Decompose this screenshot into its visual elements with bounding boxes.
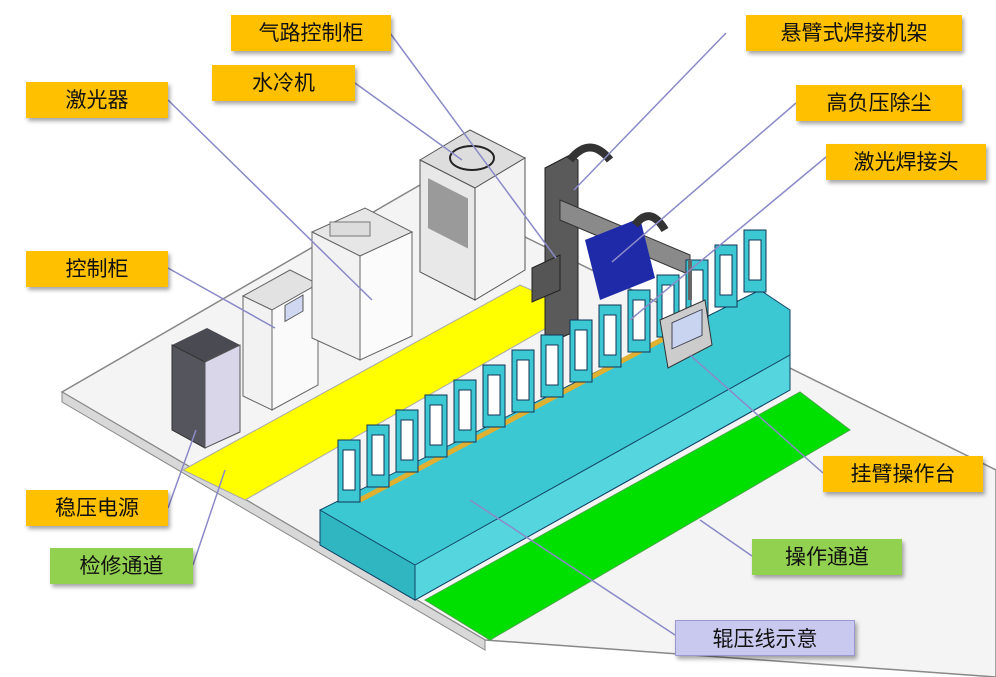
arm-console-label: 挂臂操作台 bbox=[823, 456, 983, 492]
laser-label: 激光器 bbox=[26, 82, 168, 118]
roller-frame-window bbox=[487, 374, 501, 416]
water-chiller-unit bbox=[418, 129, 527, 301]
roller-frame-window bbox=[574, 329, 588, 371]
control-cabinet-label: 控制柜 bbox=[26, 251, 168, 287]
roller-frame-window bbox=[632, 299, 646, 341]
laser-unit bbox=[310, 207, 414, 361]
roller-line-label: 辊压线示意 bbox=[675, 620, 855, 656]
maintenance-aisle-label: 检修通道 bbox=[50, 548, 193, 584]
roller-frames bbox=[337, 229, 767, 503]
operation-aisle-strip bbox=[424, 391, 851, 641]
roller-frame-window bbox=[429, 404, 443, 446]
cantilever-frame-label: 悬臂式焊接机架 bbox=[746, 15, 962, 51]
roller-frame-window bbox=[516, 359, 530, 401]
roller-frame-window bbox=[371, 434, 385, 476]
arm-console-unit bbox=[659, 260, 713, 369]
operation-aisle-label: 操作通道 bbox=[752, 539, 902, 575]
roller-line-unit bbox=[319, 289, 791, 601]
roller-frame-window bbox=[342, 449, 356, 491]
voltage-regulator-label: 稳压电源 bbox=[26, 490, 168, 526]
cantilever-frame-unit bbox=[531, 143, 691, 346]
roller-frame-window bbox=[603, 314, 617, 356]
leader-lines bbox=[167, 32, 827, 636]
roller-frame-window bbox=[400, 419, 414, 461]
roller-frame-window bbox=[719, 254, 733, 296]
laser-head-label: 激光焊接头 bbox=[826, 144, 986, 180]
pneumatic-cabinet-label: 气路控制柜 bbox=[231, 15, 391, 51]
roller-frame-window bbox=[748, 239, 762, 281]
roller-frame-window bbox=[458, 389, 472, 431]
voltage-regulator-unit bbox=[171, 328, 241, 449]
water-chiller-label: 水冷机 bbox=[212, 65, 355, 101]
dust-collector-label: 高负压除尘 bbox=[796, 85, 962, 121]
control-cabinet-unit bbox=[241, 269, 320, 411]
roller-frame-window bbox=[545, 344, 559, 386]
